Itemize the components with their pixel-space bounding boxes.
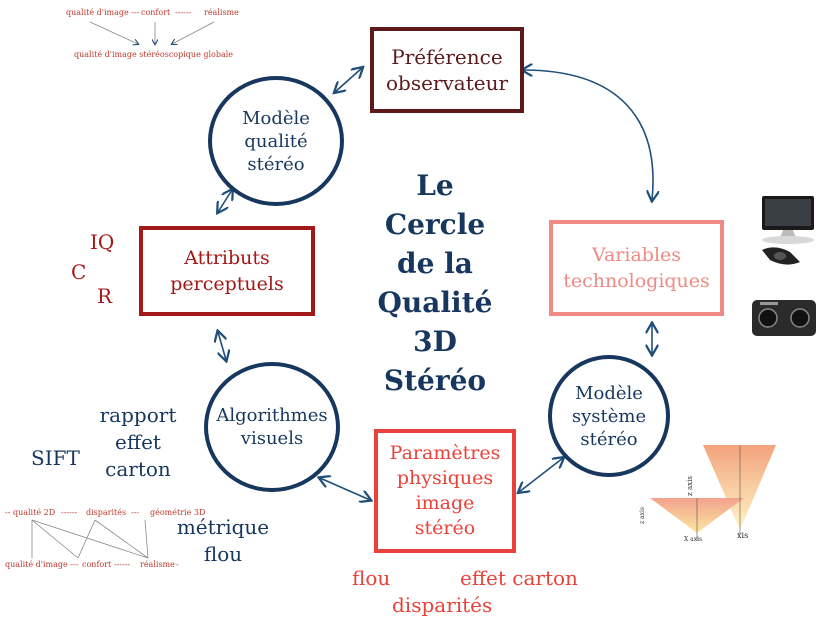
title-line: Le	[416, 169, 454, 202]
bottom-mini-confort: confort	[82, 560, 112, 569]
title-line: Cercle	[384, 208, 486, 241]
label-c: C	[71, 260, 87, 284]
top-mini-qualite-image: qualité d'image ---	[66, 8, 140, 17]
node-label: image	[415, 492, 475, 514]
arrow-modele-qualite-preference	[335, 68, 362, 92]
bottom-mini-disparites: disparités	[86, 508, 127, 517]
top-mini-confort: confort	[141, 8, 171, 17]
label-metrique-flou: métrique flou	[170, 514, 276, 568]
label-effet-carton: effet carton	[460, 566, 578, 590]
node-label: perceptuels	[170, 273, 284, 295]
stereo-camera-icon	[752, 300, 816, 336]
label-line: effet	[115, 430, 161, 454]
bottom-mini-trail: -	[176, 560, 179, 569]
bottom-mini-arrows	[31, 519, 149, 559]
bottom-mini-qualite-2d: -- qualité 2D	[5, 508, 56, 517]
node-variables-technologiques: Variables technologiques	[549, 220, 724, 316]
top-mini-qualite-globale: qualité d'image stéréoscopique globale	[74, 50, 234, 59]
arrow-parametres-algorithmes	[320, 478, 370, 500]
frustum-z-axis-label: z axis	[685, 476, 694, 496]
arrow-algorithmes-attributs	[218, 332, 226, 360]
label-r: R	[97, 284, 113, 308]
node-label: visuels	[240, 428, 304, 449]
node-preference-observateur: Préférence observateur	[370, 27, 524, 113]
label-line: métrique	[176, 515, 270, 539]
frustum-x-axis-label: X axis	[684, 536, 703, 543]
node-label: Attributs	[184, 247, 270, 269]
node-label: Paramètres	[389, 442, 501, 464]
bottom-mini-dashes1: ------	[61, 508, 78, 517]
node-label: Algorithmes	[216, 405, 328, 426]
node-modele-systeme-stereo: Modèle système stéréo	[548, 355, 670, 477]
node-label: qualité	[244, 130, 308, 152]
frustum-xis-label: xis	[737, 531, 749, 540]
arrow-attributs-modele-qualite	[218, 190, 232, 212]
label-line: rapport	[99, 403, 177, 427]
top-mini-realisme: réalisme	[204, 8, 239, 17]
node-attributs-perceptuels: Attributs perceptuels	[139, 226, 315, 316]
top-mini-arrows	[89, 21, 215, 44]
node-label: technologiques	[563, 270, 710, 292]
node-label: Variables	[591, 244, 682, 266]
node-label: observateur	[385, 71, 509, 95]
arrow-modele-systeme-parametres	[519, 458, 563, 492]
node-label: stéréo	[580, 428, 638, 450]
node-label: Modèle	[575, 382, 643, 404]
label-rapport-effet-carton: rapport effet carton	[88, 402, 188, 483]
node-modele-qualite-stereo: Modèle qualité stéréo	[208, 76, 344, 206]
frustum-z-axis-label-2: z axis	[639, 506, 647, 525]
node-algorithmes-visuels: Algorithmes visuels	[204, 362, 340, 492]
bottom-mini-dashes2: ---	[131, 508, 140, 517]
frustum-illustration	[650, 445, 776, 540]
title-line: 3D	[413, 325, 457, 358]
node-label: Préférence	[391, 45, 503, 69]
tv-3d-icon	[762, 196, 814, 265]
label-disparites: disparités	[392, 593, 493, 617]
title-line: de la	[397, 247, 473, 280]
label-line: carton	[105, 457, 171, 481]
node-label: stéréo	[247, 153, 305, 175]
label-sift: SIFT	[31, 446, 80, 470]
top-mini-dashes: ------	[175, 8, 192, 17]
bottom-mini-qualite-image: qualité d'image ---	[5, 560, 79, 569]
node-parametres-physiques: Paramètres physiques image stéréo	[374, 429, 516, 553]
title-line: Qualité	[377, 286, 493, 319]
bottom-mini-dashes3: ------	[114, 560, 131, 569]
node-label: Modèle	[242, 107, 310, 129]
label-flou: flou	[352, 566, 391, 590]
label-iq: IQ	[90, 230, 115, 254]
bottom-mini-realisme: réalisme	[140, 560, 175, 569]
bottom-mini-geometrie-3d: géométrie 3D	[150, 508, 206, 517]
label-line: flou	[203, 542, 243, 566]
node-label: physiques	[396, 467, 494, 489]
node-label: système	[571, 405, 647, 427]
node-label: stéréo	[414, 517, 476, 539]
central-title: Le Cercle de la Qualité 3D Stéréo	[372, 166, 498, 400]
title-line: Stéréo	[383, 364, 487, 397]
arrow-preference-variables	[523, 70, 653, 200]
